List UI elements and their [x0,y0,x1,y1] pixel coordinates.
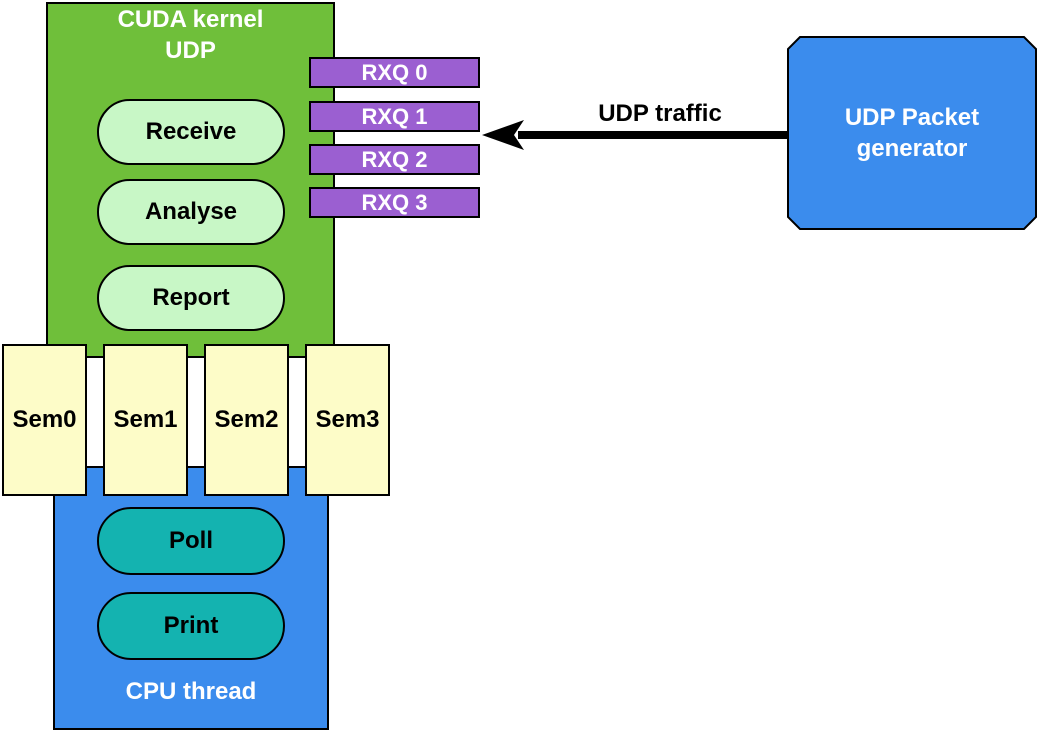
udp-traffic-arrow [482,120,789,150]
stage-poll: Poll [97,507,285,575]
rxq-0: RXQ 0 [309,57,480,88]
stage-analyse: Analyse [97,179,285,245]
generator-outline [787,36,1037,230]
generator-label-line1: UDP Packet [844,104,980,131]
cuda-kernel-title-line1: CUDA kernel [117,6,264,33]
generator-block: UDP Packet generator [788,37,1036,229]
rxq-2: RXQ 2 [309,144,480,175]
stage-report: Report [97,265,285,331]
semaphore-0: Sem0 [2,344,87,496]
rxq-1: RXQ 1 [309,101,480,132]
stage-print: Print [97,592,285,660]
semaphore-3: Sem3 [305,344,390,496]
udp-traffic-label: UDP traffic [598,100,722,127]
cpu-thread-title: CPU thread [125,678,257,705]
stage-receive: Receive [97,99,285,165]
generator-label-line2: generator [856,135,968,162]
semaphore-2: Sem2 [204,344,289,496]
rxq-3: RXQ 3 [309,187,480,218]
semaphore-1: Sem1 [103,344,188,496]
cuda-kernel-title-line2: UDP [165,37,216,64]
cuda-kernel-title: CUDA kernel UDP [46,4,335,66]
